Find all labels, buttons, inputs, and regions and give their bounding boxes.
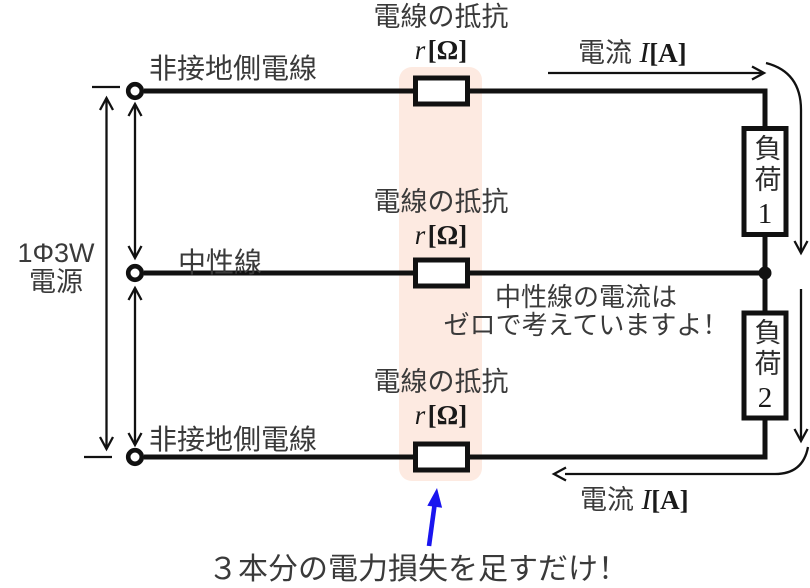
top-wire [144, 88, 768, 131]
resistance-label-top: 電線の抵抗 r [Ω] [374, 1, 509, 67]
resistance-unit: [Ω] [427, 220, 468, 250]
arrowhead-left-icon [551, 466, 567, 482]
resistance-unit: [Ω] [427, 35, 468, 65]
top-wire-label: 非接地側電線 [149, 53, 318, 84]
bottom-current-arrow-shaft [565, 446, 810, 476]
bottom-wire-label: 非接地側電線 [149, 424, 318, 455]
arrowhead-up-icon [98, 95, 115, 111]
blue-arrowhead-up-icon [427, 488, 443, 508]
resistance-symbol: r [414, 400, 426, 430]
load1-label: 負荷 1 [744, 128, 786, 234]
resistance-symbol: r [414, 35, 426, 65]
arrowhead-down-icon [127, 432, 143, 448]
neutral-junction-dot [758, 266, 772, 280]
resistance-unit: [Ω] [427, 400, 468, 430]
load1-name: 負荷 [750, 133, 781, 196]
resistors [413, 75, 470, 473]
bottom-current-label: 電流 I[A] [580, 478, 689, 517]
top-current-label: 電流 I[A] [578, 31, 687, 70]
load1-current-curve [765, 61, 803, 252]
resistance-label-bottom: 電線の抵抗 r [Ω] [374, 366, 509, 432]
current-prefix: 電流 [578, 38, 632, 68]
resistance-symbol: r [414, 220, 426, 250]
blue-arrow-shaft [426, 503, 437, 547]
resistance-value: r [Ω] [374, 399, 509, 432]
current-symbol: I [639, 37, 650, 69]
neutral-current-note: 中性線の電流は ゼロで考えていますよ！ [438, 283, 734, 339]
neutral-note-line1: 中性線の電流は [494, 282, 677, 312]
source-label: 1Φ3W 電源 [8, 239, 104, 297]
arrowhead-down-icon [98, 436, 115, 452]
terminal-top [125, 81, 145, 101]
annotation-arrow [426, 488, 443, 547]
arrowhead-down-icon [793, 240, 809, 256]
load2-name: 負荷 [750, 318, 781, 380]
terminal-bottom [125, 447, 145, 467]
source-label-line2: 電源 [29, 267, 83, 297]
load2-rect [741, 310, 789, 421]
current-unit: [A] [651, 485, 689, 515]
resistor-top [413, 75, 470, 107]
current-symbol: I [641, 484, 652, 516]
terminal-middle [125, 263, 145, 283]
current-arrows [548, 61, 810, 482]
resistance-value: r [Ω] [374, 219, 509, 252]
arrowhead-up-icon [127, 285, 143, 301]
voltage-span-arrows [84, 85, 143, 459]
neutral-note-line2: ゼロで考えていますよ！ [443, 310, 729, 340]
resistance-title: 電線の抵抗 [373, 2, 509, 32]
arrowhead-down-icon [127, 245, 143, 261]
resistance-value: r [Ω] [374, 34, 509, 67]
arrowhead-right-icon [751, 65, 767, 81]
load1-number: 1 [757, 197, 773, 230]
current-prefix: 電流 [580, 485, 634, 515]
current-unit: [A] [649, 38, 687, 68]
source-terminals [125, 81, 145, 467]
bottom-note: ３本分の電力損失を足すだけ！ [208, 553, 628, 586]
load2-number: 2 [757, 382, 773, 414]
resistor-bottom [413, 441, 470, 473]
neutral-wire-label: 中性線 [178, 247, 263, 278]
resistance-title: 電線の抵抗 [373, 187, 509, 217]
load1-rect [741, 126, 789, 237]
source-label-line1: 1Φ3W [17, 238, 95, 268]
bottom-wire [144, 416, 768, 460]
load-rects [741, 126, 789, 421]
load2-label: 負荷 2 [744, 313, 786, 418]
arrowhead-down-icon [793, 428, 809, 444]
resistance-title: 電線の抵抗 [373, 367, 509, 397]
resistance-label-neutral: 電線の抵抗 r [Ω] [374, 186, 509, 252]
resistor-neutral [413, 257, 470, 289]
arrowhead-up-icon [127, 101, 143, 117]
